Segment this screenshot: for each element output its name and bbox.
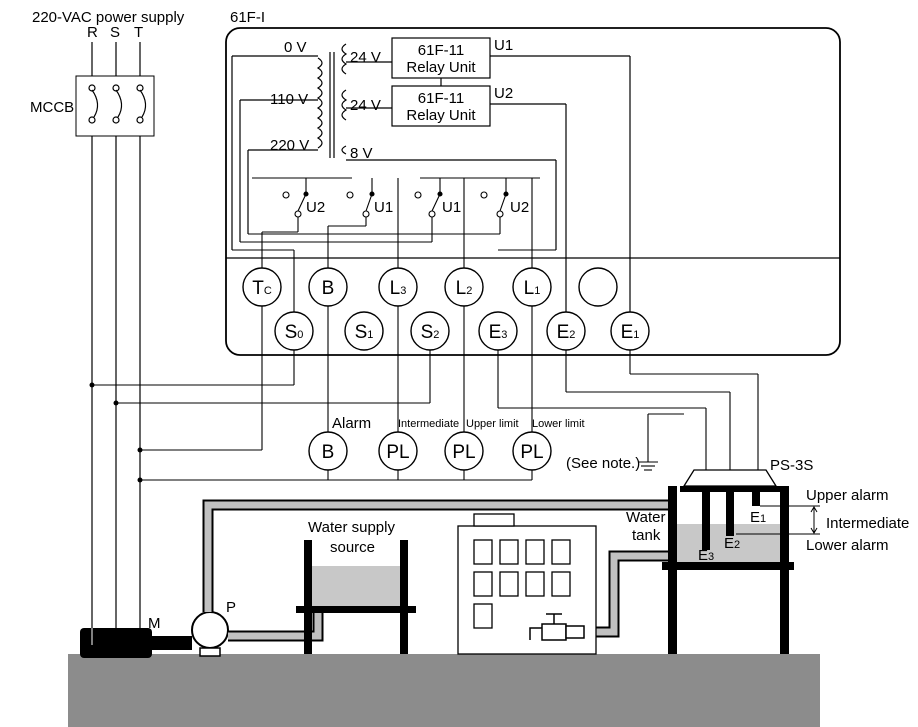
svg-text:E2: E2 (557, 322, 576, 343)
terminal-l3[interactable]: L3 (378, 267, 418, 307)
relay-contacts (252, 177, 540, 242)
terminal-e1[interactable]: E1 (610, 311, 650, 351)
upper-alarm-label: Upper alarm (806, 487, 889, 504)
controller-box (225, 27, 841, 356)
terminal-s2[interactable]: S2 (410, 311, 450, 351)
svg-text:B: B (322, 442, 335, 463)
holder-label: PS-3S (770, 457, 813, 474)
ground (68, 654, 820, 727)
phase-lines (91, 42, 141, 645)
relay-unit-1-desc: Relay Unit (406, 59, 476, 76)
svg-text:L2: L2 (456, 278, 473, 299)
tap-0v-label: 0 V (284, 39, 307, 56)
svg-text:E3: E3 (489, 322, 508, 343)
relay-2-output-label: U2 (494, 85, 513, 102)
indicator-upper-limit: PL (444, 431, 484, 471)
terminal-s1[interactable]: S1 (344, 311, 384, 351)
source-label-2: source (330, 539, 375, 556)
contact-1-label: U2 (306, 199, 325, 216)
terminal-tc[interactable]: TC (242, 267, 282, 307)
water-supply-source (296, 540, 416, 654)
svg-text:PL: PL (386, 442, 409, 463)
contact-4-label: U2 (510, 199, 529, 216)
relay-1-output-label: U1 (494, 37, 513, 54)
svg-text:B: B (322, 278, 335, 299)
svg-text:L1: L1 (524, 278, 541, 299)
indicator-alarm: B (308, 431, 348, 471)
svg-text:S0: S0 (285, 322, 304, 343)
relay-unit-1-box (391, 37, 491, 79)
svg-text:L3: L3 (390, 278, 407, 299)
external-wiring (92, 306, 759, 520)
intermediate-label: Intermediate (398, 418, 459, 430)
svg-text:PL: PL (520, 442, 543, 463)
indicator-lower-limit: PL (512, 431, 552, 471)
controller-label: 61F-I (230, 9, 265, 26)
phase-r-label: R (87, 24, 98, 41)
pipes (202, 499, 690, 642)
faucet-icon (529, 613, 585, 641)
pump-label: P (226, 599, 236, 616)
secondary-24v-1-label: 24 V (350, 49, 381, 66)
level-markers (736, 505, 820, 535)
upper-limit-label: Upper limit (466, 418, 519, 430)
terminals-bottom: S0 S1 S2 E3 E2 E1 (274, 311, 650, 351)
tap-220v-label: 220 V (270, 137, 309, 154)
relay-unit-2-model: 61F-11 (418, 90, 464, 107)
pump (191, 611, 229, 657)
terminal-b[interactable]: B (308, 267, 348, 307)
junction-dots (89, 382, 143, 483)
svg-text:E1: E1 (621, 322, 640, 343)
motor (80, 628, 192, 658)
power-supply-label: 220-VAC power supply (32, 9, 185, 26)
svg-text:PL: PL (452, 442, 475, 463)
terminal-e2[interactable]: E2 (546, 311, 586, 351)
electrode-e2-label: E2 (724, 535, 740, 552)
terminals-top: TC B L3 L2 L1 (242, 267, 618, 307)
tap-110v-label: 110 V (270, 91, 308, 108)
terminal-l2[interactable]: L2 (444, 267, 484, 307)
phase-s-label: S (110, 24, 120, 41)
phase-t-label: T (134, 24, 143, 41)
svg-text:S1: S1 (355, 322, 374, 343)
electrode-holder (680, 469, 780, 492)
svg-text:TC: TC (252, 278, 272, 299)
source-label-1: Water supply (308, 519, 395, 536)
tank-label-2: tank (632, 527, 661, 544)
relay-unit-2-box (391, 85, 491, 127)
mccb-label: MCCB (30, 99, 74, 116)
transformer (231, 43, 348, 250)
terminal-l1[interactable]: L1 (512, 267, 552, 307)
electrode-e1-label: E1 (750, 509, 766, 526)
contact-2-label: U1 (374, 199, 393, 216)
relay-unit-2-desc: Relay Unit (406, 107, 476, 124)
electrode-e3-label: E3 (698, 547, 714, 564)
indicator-intermediate: PL (378, 431, 418, 471)
motor-label: M (148, 615, 161, 632)
ground-note: (See note.) (566, 455, 640, 472)
contact-3-label: U1 (442, 199, 461, 216)
relay-connections (346, 55, 631, 318)
svg-text:S2: S2 (421, 322, 440, 343)
mccb-switch-icons (88, 84, 147, 124)
relay-unit-1-model: 61F-11 (418, 42, 464, 59)
terminal-blank (578, 267, 618, 307)
electrodes (702, 492, 760, 550)
lower-limit-label: Lower limit (532, 418, 585, 430)
alarm-label: Alarm (332, 415, 371, 432)
secondary-8v-label: 8 V (350, 145, 373, 162)
lower-alarm-label: Lower alarm (806, 537, 889, 554)
terminal-s0[interactable]: S0 (274, 311, 314, 351)
tank-label-1: Water (626, 509, 665, 526)
terminal-e3[interactable]: E3 (478, 311, 518, 351)
intermediate-level-label: Intermediate (826, 515, 909, 532)
secondary-24v-2-label: 24 V (350, 97, 381, 114)
